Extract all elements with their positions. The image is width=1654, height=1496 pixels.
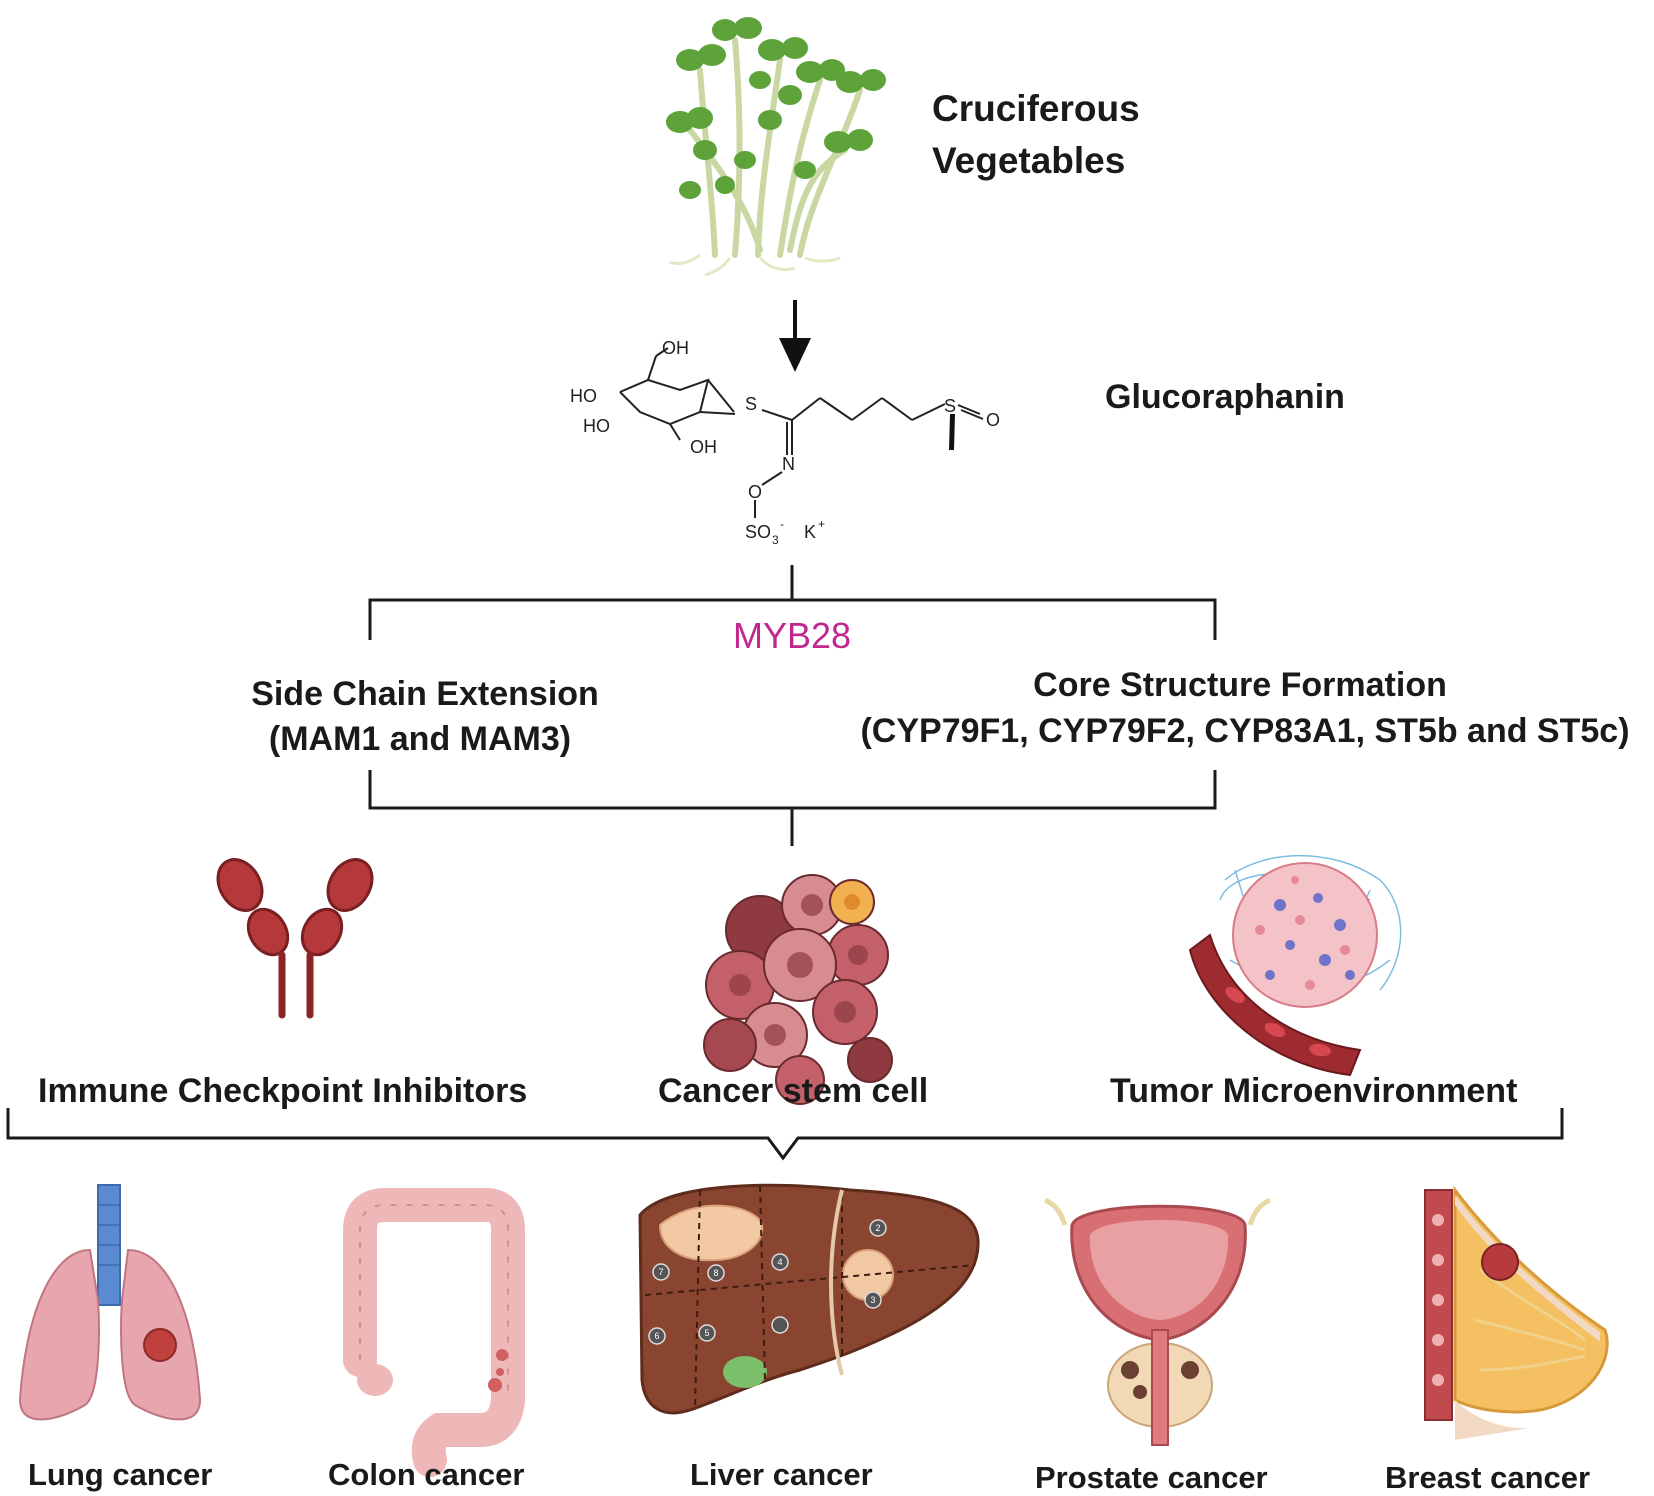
svg-text:N: N: [782, 454, 795, 474]
cancer-label-liver: Liver cancer: [690, 1457, 873, 1492]
right-pathway-title: Core Structure Formation: [1033, 666, 1447, 704]
target-label-immune-checkpoint: Immune Checkpoint Inhibitors: [38, 1072, 528, 1110]
svg-text:7: 7: [658, 1267, 663, 1277]
cancer-label-lung: Lung cancer: [28, 1457, 213, 1492]
svg-text:S: S: [944, 396, 956, 416]
target-label-cancer-stem-cell: Cancer stem cell: [658, 1072, 929, 1110]
left-pathway-title: Side Chain Extension: [251, 675, 599, 713]
source-title-line2: Vegetables: [932, 140, 1126, 181]
cancer-label-colon: Colon cancer: [328, 1457, 525, 1492]
svg-text:8: 8: [713, 1268, 718, 1278]
compound-name: Glucoraphanin: [1105, 378, 1345, 416]
svg-text:-: -: [780, 517, 784, 531]
source-title-line1: Cruciferous: [932, 88, 1140, 129]
svg-text:S: S: [745, 394, 757, 414]
svg-text:5: 5: [704, 1328, 709, 1338]
svg-text:HO: HO: [570, 386, 597, 406]
target-label-tumor-microenvironment: Tumor Microenvironment: [1110, 1072, 1518, 1110]
cancer-label-prostate: Prostate cancer: [1035, 1460, 1268, 1495]
svg-text:O: O: [986, 410, 1000, 430]
svg-text:4: 4: [777, 1257, 782, 1267]
svg-text:OH: OH: [690, 437, 717, 457]
cancer-label-breast: Breast cancer: [1385, 1460, 1591, 1495]
svg-text:+: +: [818, 517, 825, 531]
right-pathway-genes: (CYP79F1, CYP79F2, CYP83A1, ST5b and ST5…: [860, 712, 1630, 750]
svg-text:K: K: [804, 522, 816, 542]
svg-text:O: O: [748, 482, 762, 502]
left-pathway-genes: (MAM1 and MAM3): [268, 720, 572, 758]
svg-text:3: 3: [870, 1295, 875, 1305]
svg-text:3: 3: [772, 533, 779, 547]
svg-text:OH: OH: [662, 338, 689, 358]
svg-text:6: 6: [654, 1331, 659, 1341]
regulator-name: MYB28: [732, 615, 852, 656]
svg-text:HO: HO: [583, 416, 610, 436]
svg-text:2: 2: [875, 1223, 880, 1233]
svg-text:SO: SO: [745, 522, 771, 542]
